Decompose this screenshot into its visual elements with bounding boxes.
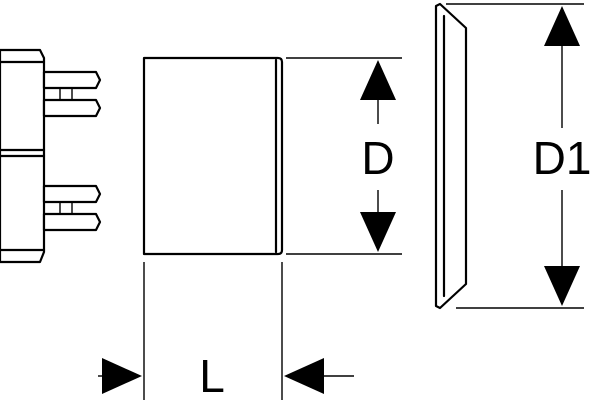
dimension-l: L: [98, 350, 354, 402]
extension-lines-d1: [446, 3, 584, 309]
flange-part: [434, 2, 468, 310]
dimension-d1: D1: [533, 6, 592, 306]
sleeve-part: [142, 56, 284, 256]
dimension-label-d: D: [361, 132, 394, 184]
extension-lines-d: [286, 57, 402, 255]
dimension-label-d1: D1: [533, 132, 592, 184]
plug-part: [0, 48, 102, 264]
extension-lines-l: [143, 262, 283, 400]
dimension-label-l: L: [199, 350, 225, 402]
dimension-d: D: [360, 60, 396, 252]
